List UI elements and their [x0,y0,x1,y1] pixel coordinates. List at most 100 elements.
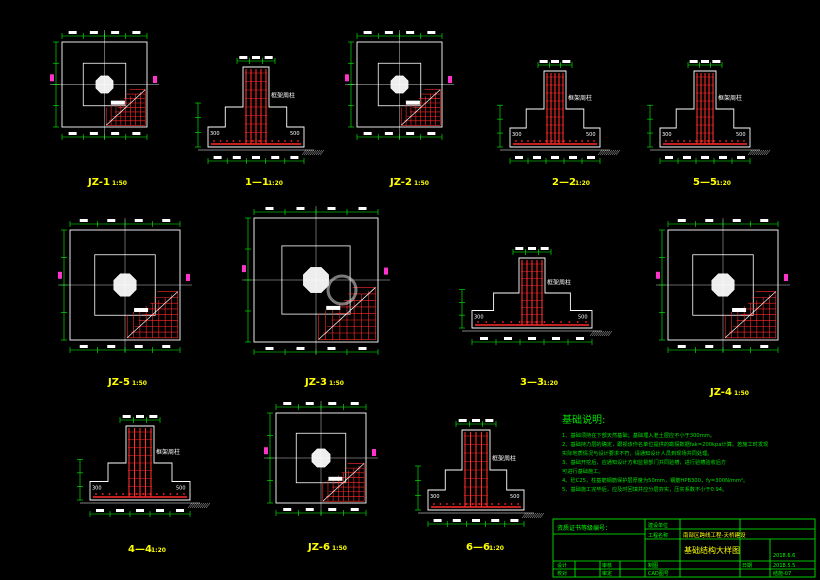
dimension-text-mark [472,419,480,422]
ground-hatch [597,149,603,156]
tb-cell-5: 审定 [602,570,612,577]
ground-hatch [759,149,765,156]
dimension-text-mark [480,337,488,340]
dimension-text-mark [363,31,372,34]
plan-view-jz1 [50,30,159,140]
rebar-dot [277,140,280,142]
dimension-text-mark [132,132,141,135]
dimension-text-mark [79,345,88,348]
scale-s22: 1:20 [575,180,590,187]
rebar-dot [689,140,691,142]
ground-hatch [313,149,319,156]
ground-hatch [755,149,761,156]
footing-outline [427,429,525,511]
dimension-text-mark [540,247,549,250]
ground-hatch [609,149,615,156]
title-jz3: JZ-3 [304,377,327,388]
tb-project: 南部区跨线工程-天桥建设 [683,531,746,539]
tb-cell-1: 工程名称 [648,532,668,539]
section-mark [784,274,788,281]
column-rebar [116,428,164,498]
dimension-text-mark [677,219,686,222]
section-mark [264,447,268,455]
column-rebar [233,69,279,145]
ground-hatch [615,149,621,156]
scale-jz1: 1:50 [112,180,127,187]
ground-hatch [607,330,613,337]
drawing-titles: JZ-1 1:50 1—1 1:20 JZ-2 1:50 2—2 1:20 5—… [87,177,749,555]
tb-left-header: 资质证书等级编号： [557,524,611,532]
dim-label: 500 [578,315,588,321]
ground-hatch [195,502,201,509]
dimension-text-mark [705,219,714,222]
column-rebar [534,73,576,145]
dimension-text-mark [569,156,577,159]
dimension-text-mark [265,347,274,350]
ground-hatch [187,502,193,509]
dimension-text-mark [701,156,709,159]
rebar-dot [284,140,286,142]
rebar-dot [731,140,733,142]
rebar-dot [446,503,448,505]
rebar-dot [569,140,571,142]
tb-cell-0: 建设单位 [648,522,668,529]
dimension-text-mark [283,402,292,405]
dimension-text-mark [427,132,436,135]
ground-hatch [599,149,605,156]
dimension-text-mark [732,219,741,222]
rebar-dot [95,493,97,495]
ground-hatch [191,502,197,509]
ground-hatch [601,330,607,337]
dimension-text-mark [132,31,141,34]
rebar-dot [485,321,488,323]
dimension-text-mark [551,156,559,159]
tb-cell-8: CAD图号 [648,571,669,577]
ground-hatch [527,512,533,519]
title-jz2: JZ-2 [389,177,412,188]
dimension-text-mark [760,345,769,348]
rebar-dot [226,140,228,142]
rebar-dot [551,321,554,323]
column-label: 框架周柱 [156,448,180,456]
ground-hatch [751,149,757,156]
ground-hatch [613,149,619,156]
title-s33: 3—3 [520,377,544,388]
dimension-text-mark [89,132,98,135]
dimension-text-mark [305,508,314,511]
label-mark [326,305,341,310]
rebar-dot [560,321,562,323]
dimension-text-mark [528,337,536,340]
dimension-text-mark [737,156,745,159]
plan-view-jz6 [264,401,378,516]
notes-line-3: 实际地质情况与设计要求不符，请通知设计人员到现场共同处理。 [562,449,712,457]
section-mark [384,267,388,275]
rebar-dot [510,503,513,505]
section-mark [153,76,157,83]
title-jz6: JZ-6 [307,542,330,553]
dimension-text-mark [701,60,709,63]
plan-view-jz5 [58,218,192,353]
section-mark [372,449,376,456]
dimension-text-mark [552,337,560,340]
dimension-text-mark [68,132,77,135]
dimension-text-mark [328,508,337,511]
rebar-dot [491,503,494,505]
dim-label: 300 [512,132,522,138]
rebar-dot [271,140,274,142]
ground-hatch [591,330,597,337]
dimension-text-mark [156,509,164,512]
ground-hatch [311,149,317,156]
section-mark [448,76,452,83]
rebar-dot [176,493,179,495]
rebar-dot [183,493,185,495]
ground-hatch [765,149,771,156]
rebar-dot [593,140,595,142]
dim-label: 500 [290,131,300,137]
ground-hatch [605,330,611,337]
title-block [552,518,816,578]
rebar-dot [725,140,727,142]
dimension-text-mark [406,132,415,135]
ground-hatch [205,502,211,509]
dimension-text-mark [328,402,337,405]
